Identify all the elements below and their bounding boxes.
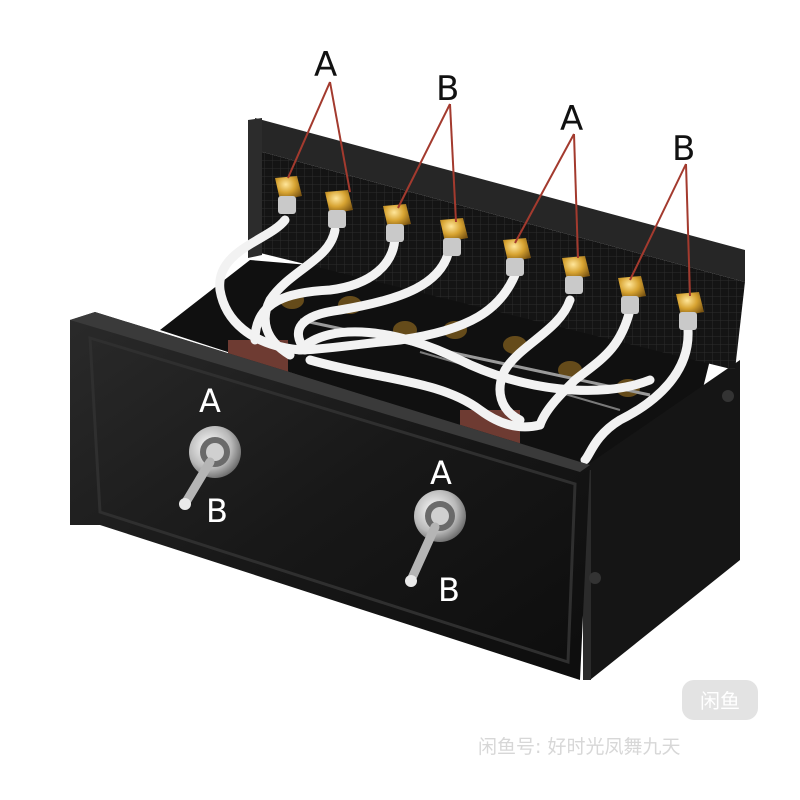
toggle-switch-right[interactable] xyxy=(405,490,466,587)
callout-line-a2 xyxy=(573,133,579,259)
wire xyxy=(215,215,305,355)
front-panel-top-edge xyxy=(70,312,590,472)
toggle-lever-tip xyxy=(179,498,191,510)
watermark: 闲鱼 闲鱼号: 好时光凤舞九天 xyxy=(478,680,758,758)
callout-label-a2: A xyxy=(560,99,583,139)
terminals xyxy=(275,176,704,330)
callout-line-a2 xyxy=(514,133,575,244)
wires xyxy=(215,215,693,465)
callout-labels: A B A B xyxy=(314,45,695,169)
back-panel-left-edge xyxy=(248,118,262,258)
switch-right-label-b: B xyxy=(438,571,460,609)
gold-terminal xyxy=(325,190,353,228)
callout-line-a1 xyxy=(329,81,351,193)
gold-terminal xyxy=(618,276,646,314)
callout-line-a1 xyxy=(287,81,331,179)
callout-line-b1 xyxy=(397,103,451,209)
front-panel xyxy=(70,312,590,680)
switch-labels: A B A B xyxy=(199,382,460,609)
switch-left-label-b: B xyxy=(206,492,228,530)
wire xyxy=(250,230,400,345)
chassis-side-edge xyxy=(583,470,591,680)
gold-terminal xyxy=(275,176,302,214)
switch-right-label-a: A xyxy=(430,454,452,492)
wire xyxy=(295,327,655,395)
gold-terminal xyxy=(562,256,590,294)
callout-label-b2: B xyxy=(672,129,695,169)
wire xyxy=(495,295,575,425)
toggle-nut-core xyxy=(431,507,449,525)
switch-left-label-a: A xyxy=(199,382,221,420)
callout-line-b2 xyxy=(685,163,691,297)
toggle-nut-core xyxy=(206,443,224,461)
toggle-lever-tip xyxy=(405,575,417,587)
toggle-switch-left[interactable] xyxy=(179,426,241,510)
watermark-text: 闲鱼号: 好时光凤舞九天 xyxy=(478,736,680,758)
wire xyxy=(580,325,693,465)
wire xyxy=(260,225,340,360)
chassis xyxy=(160,118,745,680)
callout-label-a1: A xyxy=(314,45,337,85)
callout-line-b1 xyxy=(449,103,457,223)
watermark-logo-box xyxy=(682,680,758,720)
side-screw-top xyxy=(722,390,734,402)
front-panel-face xyxy=(70,312,590,680)
side-screw-bottom xyxy=(589,572,601,584)
wire xyxy=(305,355,545,432)
gold-terminal xyxy=(440,218,468,256)
watermark-logo-text: 闲鱼 xyxy=(700,689,740,713)
back-panel xyxy=(255,118,745,282)
wire xyxy=(535,305,635,430)
toggle-lever[interactable] xyxy=(407,522,440,583)
wire xyxy=(293,240,455,355)
gold-terminal xyxy=(676,292,704,330)
callout-label-b1: B xyxy=(436,69,459,109)
chassis-side-wall xyxy=(580,360,740,680)
gold-terminal xyxy=(383,204,411,242)
front-panel-bevel xyxy=(88,335,577,665)
back-panel-face xyxy=(248,150,745,370)
gold-terminal xyxy=(503,238,531,276)
toggle-lever[interactable] xyxy=(181,457,215,507)
callout-line-b2 xyxy=(629,163,687,281)
callout-lines xyxy=(287,81,691,297)
